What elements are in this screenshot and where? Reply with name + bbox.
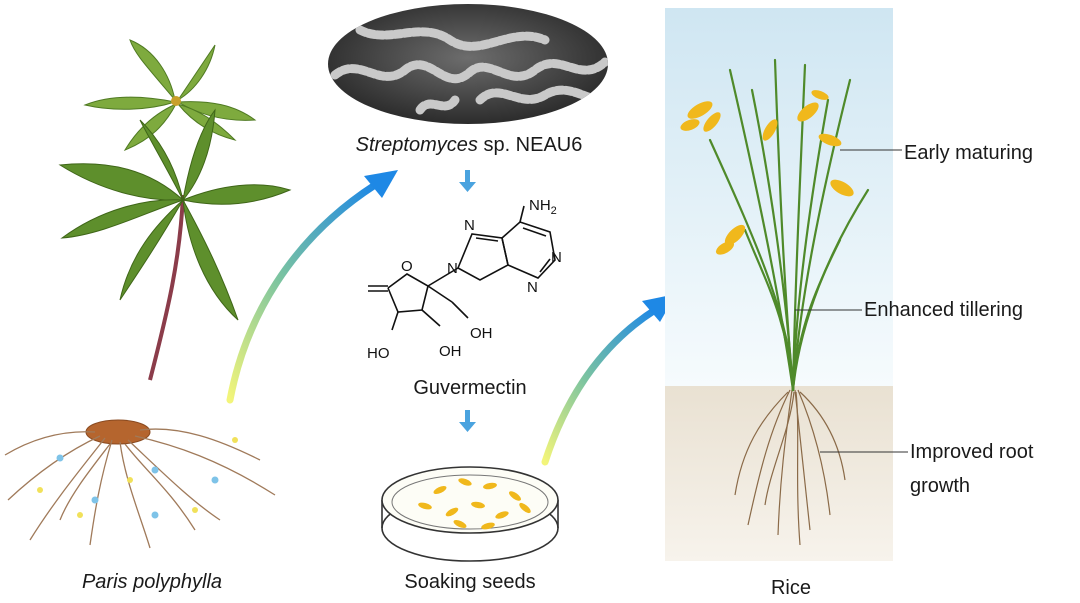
atom-oh-1: OH xyxy=(470,325,493,342)
atom-o-ring: O xyxy=(401,258,413,275)
atom-n7: N xyxy=(464,217,475,234)
annotation-early-maturing: Early maturing xyxy=(904,142,1033,164)
rice-label: Rice xyxy=(770,577,812,599)
down-arrow-2 xyxy=(459,410,476,432)
flow-arrow-plant-to-microbe xyxy=(226,170,398,404)
streptomyces-sem-image xyxy=(328,4,608,124)
compound-name: Guvermectin xyxy=(413,377,527,399)
guvermectin-atom-labels: NH2 N N N N O HO OH OH xyxy=(367,197,562,362)
flow-arrow-seeds-to-rice xyxy=(541,294,676,466)
atom-oh-2: OH xyxy=(439,343,462,360)
plant-label: Paris polyphylla xyxy=(81,571,223,593)
annotation-leader-lines xyxy=(795,149,908,453)
seeds-label: Soaking seeds xyxy=(404,571,536,593)
atom-n1: N xyxy=(551,249,562,266)
annotation-improved-root-line1: Improved root xyxy=(910,441,1034,463)
down-arrow-1 xyxy=(459,170,476,192)
annotation-improved-root-line2: growth xyxy=(910,475,971,497)
rice-illustration xyxy=(665,8,893,561)
microbe-strain: sp. NEAU6 xyxy=(477,134,583,156)
microbe-genus: Streptomyces xyxy=(355,134,478,156)
annotation-enhanced-tillering: Enhanced tillering xyxy=(864,299,1023,321)
atom-n3: N xyxy=(527,279,538,296)
atom-ho: HO xyxy=(367,345,390,362)
atom-nh2: NH2 xyxy=(529,197,557,217)
microbe-label: Streptomyces sp. NEAU6 xyxy=(356,133,583,157)
paris-polyphylla-illustration xyxy=(4,39,292,549)
atom-n9: N xyxy=(447,260,458,277)
petri-dish-illustration xyxy=(381,466,559,562)
guvermectin-structure xyxy=(368,205,556,331)
